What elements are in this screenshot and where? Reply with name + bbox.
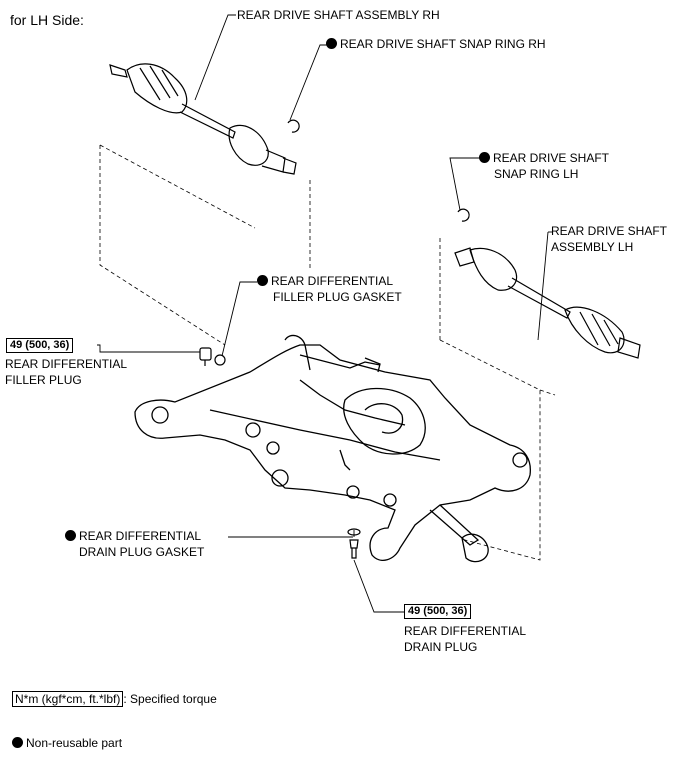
non-reusable-dot-icon [65, 530, 76, 541]
label-drain-plug-line2: DRAIN PLUG [404, 640, 478, 654]
torque-badge-drain-plug: 49 (500, 36) [404, 604, 472, 619]
label-filler-plug-line1: REAR DIFFERENTIAL [5, 357, 128, 371]
snap-ring-lh-icon [457, 208, 470, 222]
legend-torque-text: : Specified torque [123, 692, 217, 706]
legend-nonreusable-text: Non-reusable part [26, 736, 123, 750]
label-filler-gasket-line2: FILLER PLUG GASKET [273, 290, 402, 304]
non-reusable-dot-icon [257, 275, 268, 286]
rear-drive-shaft-rh-icon [109, 63, 297, 175]
non-reusable-dot-icon [12, 737, 23, 748]
torque-badge-filler-plug: 49 (500, 36) [6, 338, 74, 353]
label-drain-plug-line1: REAR DIFFERENTIAL [404, 624, 527, 638]
drain-plug-icon [349, 539, 359, 559]
label-filler-gasket: REAR DIFFERENTIAL [257, 274, 393, 289]
label-snap-ring-lh-line2: SNAP RING LH [494, 167, 579, 181]
legend-torque-box: N*m (kgf*cm, ft.*lbf) [12, 691, 124, 707]
legend-nonreusable: Non-reusable part [12, 736, 122, 751]
legend-torque: N*m (kgf*cm, ft.*lbf): Specified torque [12, 691, 217, 707]
label-drain-gasket: REAR DIFFERENTIAL [65, 529, 201, 544]
non-reusable-dot-icon [326, 38, 337, 49]
snap-ring-rh-icon [287, 119, 300, 133]
label-filler-gasket-line1: REAR DIFFERENTIAL [271, 274, 394, 288]
filler-plug-icon [199, 347, 212, 366]
page-heading: for LH Side: [10, 12, 84, 28]
label-snap-ring-lh: REAR DRIVE SHAFT [479, 151, 609, 166]
label-snap-ring-rh: REAR DRIVE SHAFT SNAP RING RH [326, 37, 546, 52]
label-drive-shaft-lh-line2: ASSEMBLY LH [551, 240, 634, 254]
label-drain-gasket-line1: REAR DIFFERENTIAL [79, 529, 202, 543]
label-drain-gasket-line2: DRAIN PLUG GASKET [79, 545, 205, 559]
label-drive-shaft-lh-line1: REAR DRIVE SHAFT [551, 224, 668, 238]
label-filler-plug-line2: FILLER PLUG [5, 373, 82, 387]
rear-drive-shaft-lh-icon [454, 247, 641, 359]
label-snap-ring-lh-line1: REAR DRIVE SHAFT [493, 151, 610, 165]
non-reusable-dot-icon [479, 152, 490, 163]
filler-plug-gasket-icon [214, 354, 226, 366]
rear-suspension-member-icon [134, 334, 531, 563]
label-drive-shaft-rh: REAR DRIVE SHAFT ASSEMBLY RH [237, 8, 440, 22]
label-snap-ring-rh-text: REAR DRIVE SHAFT SNAP RING RH [340, 37, 546, 51]
